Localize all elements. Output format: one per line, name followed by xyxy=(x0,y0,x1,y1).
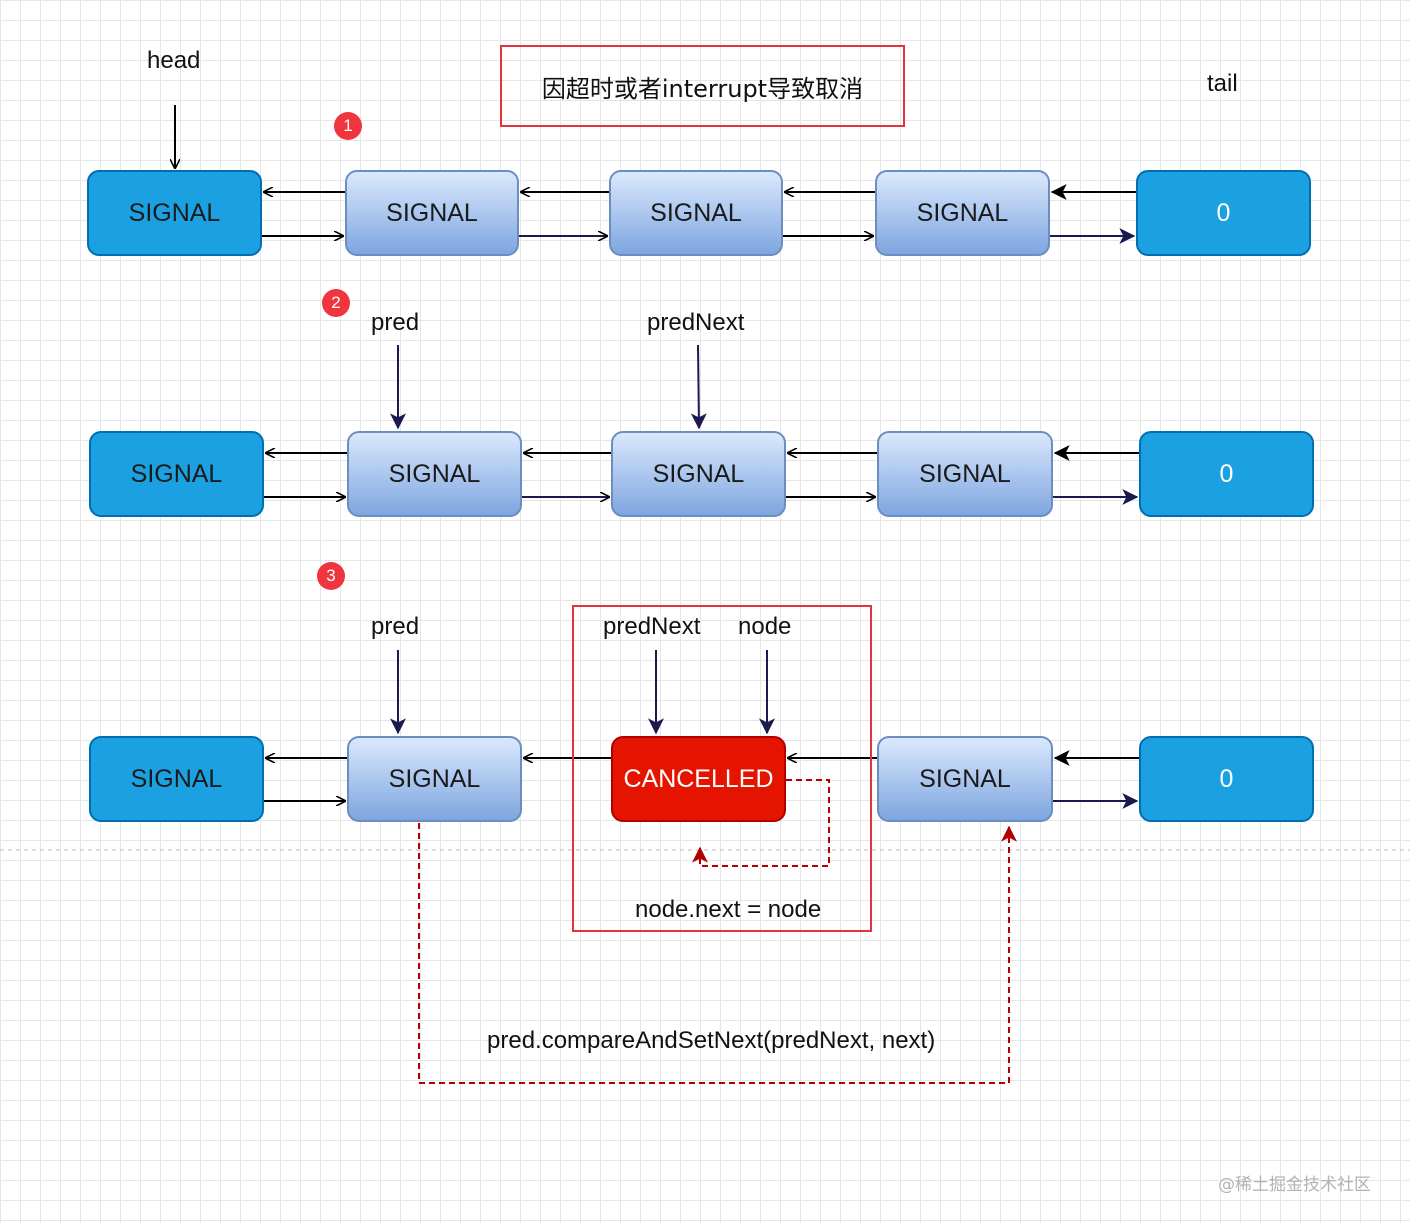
r2-prednext-node: SIGNAL xyxy=(611,431,786,517)
node-label-r3: node xyxy=(738,613,792,640)
title-note-box: 因超时或者interrupt导致取消 xyxy=(500,45,905,127)
pred-label-r3: pred xyxy=(371,613,420,640)
step-badge-3: 3 xyxy=(317,562,345,590)
cas-annotation: pred.compareAndSetNext(predNext, next) xyxy=(487,1027,936,1054)
r1-head-node: SIGNAL xyxy=(87,170,262,256)
watermark: @稀土掘金技术社区 xyxy=(1218,1175,1371,1195)
r3-tail-node: 0 xyxy=(1139,736,1314,822)
r2-head-node: SIGNAL xyxy=(89,431,264,517)
prednext-label-r3: predNext xyxy=(603,613,701,640)
cas-dashed-arrow xyxy=(418,823,1017,1084)
r2-tail-node: 0 xyxy=(1139,431,1314,517)
prednext-pointer-arrow-r2 xyxy=(690,344,707,430)
r2-pred-node: SIGNAL xyxy=(347,431,522,517)
r1-node-3: SIGNAL xyxy=(609,170,783,256)
title-note: 因超时或者interrupt导致取消 xyxy=(541,74,864,103)
step-badge-2: 2 xyxy=(322,289,350,317)
tail-label: tail xyxy=(1207,70,1238,97)
r3-cancelled-node: CANCELLED xyxy=(611,736,786,822)
r3-next-node: SIGNAL xyxy=(877,736,1053,822)
prednext-label-r2: predNext xyxy=(647,309,745,336)
r3-head-node: SIGNAL xyxy=(89,736,264,822)
head-label: head xyxy=(147,47,201,74)
r1-node-2: SIGNAL xyxy=(345,170,519,256)
cancelled-highlight-frame xyxy=(572,605,872,932)
r1-tail-node: 0 xyxy=(1136,170,1311,256)
r3-pred-node: SIGNAL xyxy=(347,736,522,822)
step-badge-1: 1 xyxy=(334,112,362,140)
r2-node-4: SIGNAL xyxy=(877,431,1053,517)
self-link-dashed-arrow xyxy=(692,779,830,867)
self-link-annotation: node.next = node xyxy=(635,896,822,923)
pred-label-r2: pred xyxy=(371,309,420,336)
r1-node-4: SIGNAL xyxy=(875,170,1050,256)
